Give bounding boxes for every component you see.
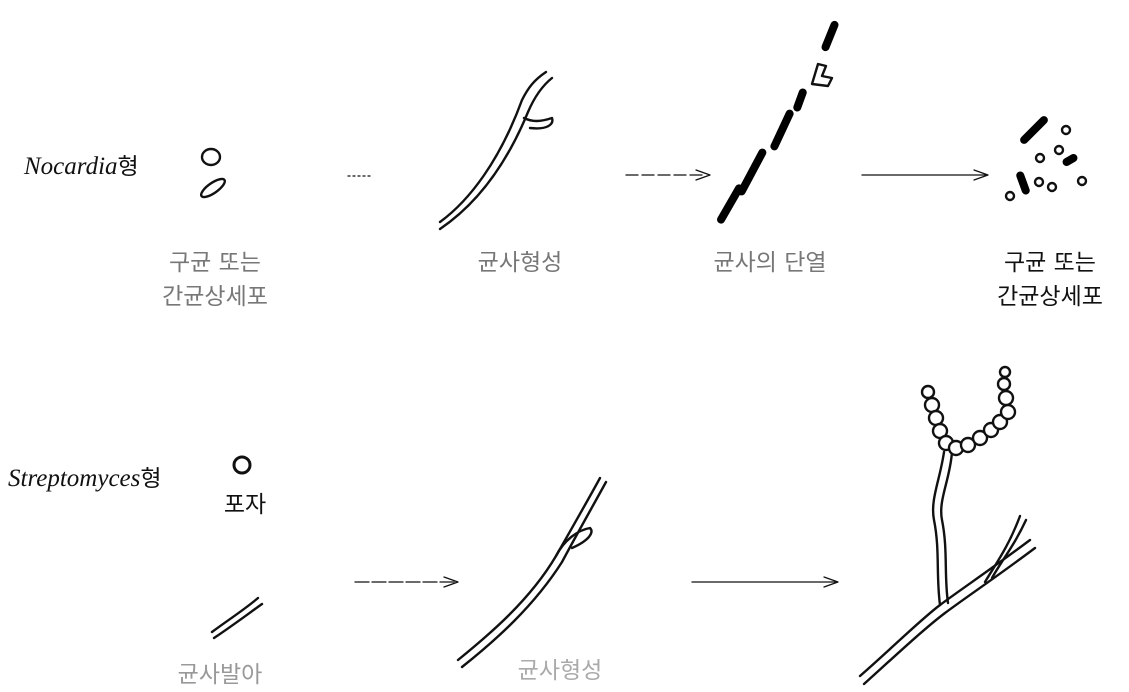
nocardia-stage3-label: 균사의 단열	[713, 250, 827, 276]
nocardia-fragmented-hypha	[717, 20, 839, 224]
streptomyces-type-suffix: 형	[140, 466, 162, 492]
streptomyces-stage1-label: 균사발아	[177, 662, 263, 688]
streptomyces-aerial-mycelium	[858, 365, 1037, 686]
streptomyces-spore	[232, 455, 252, 475]
nocardia-type-suffix: 형	[117, 154, 139, 180]
nocardia-stage2-label: 균사형성	[477, 250, 563, 276]
streptomyces-genus-name: Streptomyces	[8, 465, 141, 492]
nocardia-coccus-cells	[199, 147, 227, 199]
streptomyces-hypha	[456, 476, 608, 669]
streptomyces-spore-label: 포자	[223, 492, 267, 518]
nocardia-hypha	[438, 70, 554, 231]
streptomyces-germ-tube	[210, 596, 264, 640]
nocardia-stage4-label: 구균 또는 간균상세포	[997, 250, 1103, 310]
streptomyces-type-label: Streptomyces형	[8, 459, 162, 493]
streptomyces-stage2-label: 균사형성	[517, 658, 603, 684]
nocardia-stage1-label: 구균 또는 간균상세포	[162, 250, 268, 310]
nocardia-type-label: Nocardia형	[24, 147, 139, 181]
nocardia-genus-name: Nocardia	[24, 153, 118, 180]
nocardia-fragment-cells	[1004, 116, 1088, 202]
